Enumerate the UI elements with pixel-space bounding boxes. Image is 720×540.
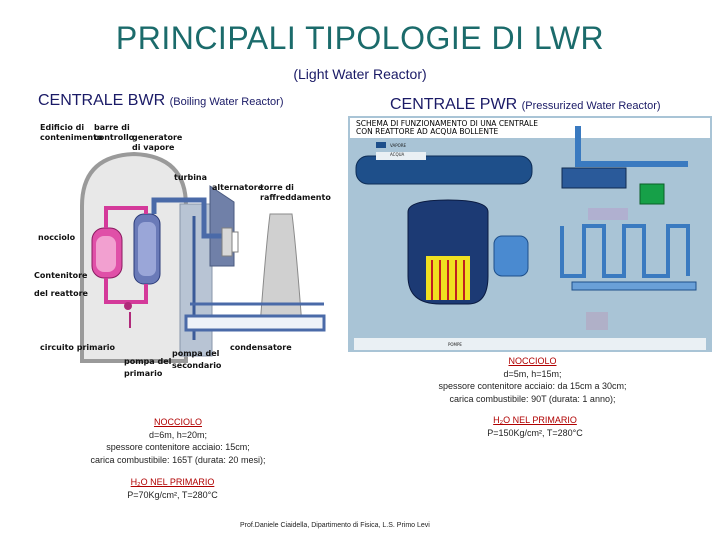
condenser-base [571,281,697,291]
label-core: nocciolo [38,233,76,242]
legend-pump: POMPE [448,342,462,347]
label-rods-2: controllo [94,133,135,142]
bwr-water-line: P=70Kg/cm², T=280°C [127,489,218,500]
label-secondary-pump-2: secondario [172,361,222,370]
label-primary-pump-1: pompa del [124,357,172,366]
bwr-heading-text: CENTRALE BWR [38,92,166,109]
label-vessel-2: del reattore [34,289,89,298]
water-box [586,312,608,330]
pwr-water-line: P=150Kg/cm², T=280°C [487,427,583,438]
bwr-heading-note: (Boiling Water Reactor) [169,96,284,108]
author-credit: Prof.Daniele Ciaidella, Dipartimento di … [240,522,430,529]
cooling-tower [259,213,303,327]
pwr-heading-text: CENTRALE PWR [390,96,518,113]
bwr-core-caption: NOCCIOLO d=6m, h=20m; spessore contenito… [68,416,288,466]
label-primary-circuit: circuito primario [40,343,116,352]
pwr-core-line-2: spessore contenitore acciaio: da 15cm a … [438,381,627,391]
steam-generator-shell [179,203,213,357]
generator-block [588,208,628,220]
pwr-heading: CENTRALE PWR (Pressurized Water Reactor) [390,96,661,114]
bwr-water-heading: H₂O NEL PRIMARIO [130,477,215,487]
primary-pump [124,302,132,310]
pwr-water-heading: H₂O NEL PRIMARIO [493,415,577,425]
primary-hot-leg [104,206,148,228]
primary-cold-leg [104,278,148,304]
pressurizer-drum [355,155,533,185]
legend-box [376,152,426,160]
steam-generator [493,235,529,277]
label-turbine: turbina [174,173,207,182]
pwr-plant-diagram: SCHEMA DI FUNZIONAMENTO DI UNA CENTRALE … [348,116,712,352]
pump-band [354,338,706,350]
condenser-loop [184,314,326,332]
steam-line [575,126,688,167]
steam-swatch [376,142,386,148]
bwr-heading: CENTRALE BWR (Boiling Water Reactor) [38,92,283,110]
pwr-core-line-1: d=5m, h=15m; [503,368,562,379]
label-condenser: condensatore [230,343,292,352]
turbine-casing [561,167,627,189]
pwr-diagram-title-band [350,118,710,138]
label-generator-2: di vapore [132,143,175,152]
steam-generator-inner [138,222,156,276]
bwr-core-line-2: spessore contenitore acciaio: 15cm; [106,442,250,452]
bwr-plant-diagram: Edificio di contenimento barre di contro… [34,123,331,378]
slide-subtitle: (Light Water Reactor) [293,66,427,82]
turbine [221,227,233,257]
label-secondary-pump-1: pompa del [172,349,220,358]
label-primary-pump-2: primario [124,369,163,378]
control-rods [431,260,465,300]
secondary-steam-line [151,197,222,239]
label-building-1: Edificio di [40,123,84,132]
legend-steam: VAPORE [390,143,407,148]
pwr-core-caption: NOCCIOLO d=5m, h=15m; spessore contenito… [360,355,705,405]
label-tower-2: raffreddamento [260,193,331,202]
label-tower-1: torre di [260,183,294,192]
label-vessel-1: Contenitore [34,271,88,280]
pwr-core-line-3: carica combustibile: 90T (durata: 1 anno… [449,393,616,404]
pwr-heading-note: (Pressurized Water Reactor) [521,100,661,112]
core-inner [96,236,116,272]
pwr-diagram-title-2: CON REATTORE AD ACQUA BOLLENTE [356,127,499,136]
pwr-core-heading: NOCCIOLO [508,356,557,366]
bwr-core-line-3: carica combustibile: 165T (durata: 20 me… [90,454,266,465]
pwr-diagram-title-1: SCHEMA DI FUNZIONAMENTO DI UNA CENTRALE [356,119,538,128]
label-building-2: contenimento [40,133,103,142]
legend-water: ACQUA [390,152,405,157]
bwr-water-caption: H₂O NEL PRIMARIO P=70Kg/cm², T=280°C [110,476,235,501]
label-alternator: alternatore [212,183,264,192]
slide-title: PRINCIPALI TIPOLOGIE DI LWR [115,20,605,56]
bwr-core-heading: NOCCIOLO [153,417,202,427]
alternator [231,231,239,253]
pwr-water-caption: H₂O NEL PRIMARIO P=150Kg/cm², T=280°C [420,414,650,439]
label-rods-1: barre di [94,123,130,132]
bwr-core-line-1: d=6m, h=20m; [148,429,208,440]
condenser-coils [560,224,690,278]
alternator [639,183,665,205]
label-generator-1: generatore [132,133,183,142]
